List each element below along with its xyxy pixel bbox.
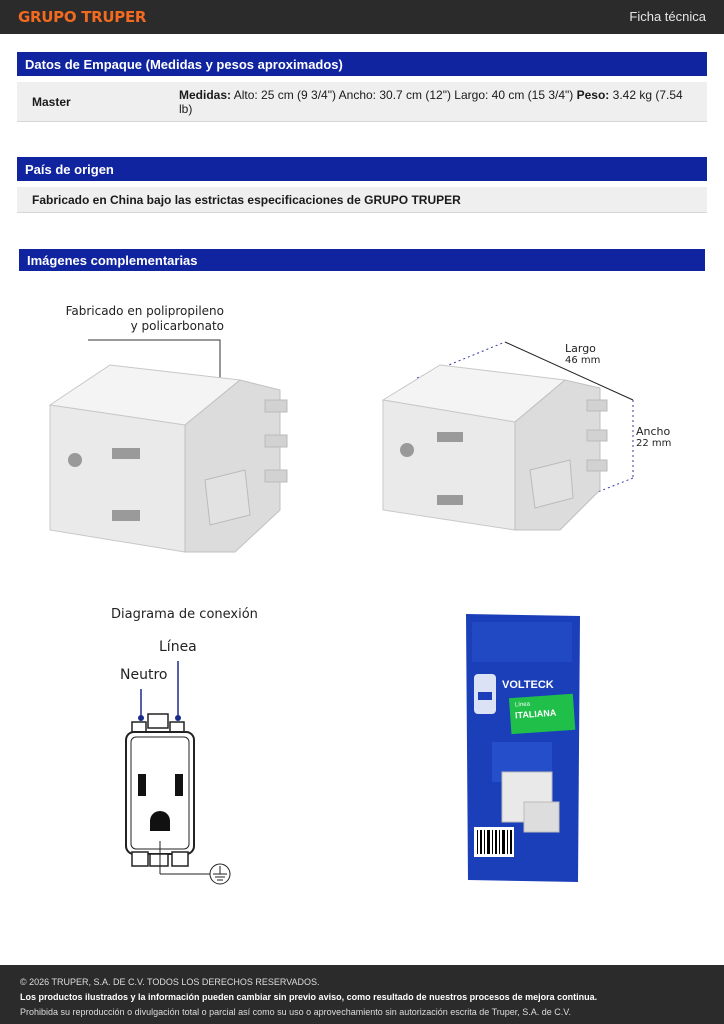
measures-value: Alto: 25 cm (9 3/4") Ancho: 30.7 cm (12"… <box>231 88 577 102</box>
linea-label: Línea <box>159 639 197 655</box>
largo-dimension: Largo 46 mm <box>565 343 600 367</box>
connection-diagram <box>125 661 231 885</box>
footer-notice: Los productos ilustrados y la informació… <box>20 992 598 1002</box>
measures-label: Medidas: <box>179 88 232 102</box>
ancho-dimension: Ancho 22 mm <box>636 426 671 450</box>
footer-copyright: © 2026 TRUPER, S.A. DE C.V. TODOS LOS DE… <box>20 977 320 987</box>
footer-prohibition: Prohibida su reproducción o divulgación … <box>20 1007 571 1017</box>
product-package-image <box>466 614 580 882</box>
material-label: Fabricado en polipropileno y policarbona… <box>60 304 224 334</box>
doc-type: Ficha técnica <box>629 9 706 24</box>
material-label-line2: y policarbonato <box>130 319 224 333</box>
outlet-module-illustration-left <box>48 339 288 553</box>
origin-row: Fabricado en China bajo las estrictas es… <box>17 187 707 213</box>
outlet-module-illustration-right <box>381 341 634 531</box>
material-label-line1: Fabricado en polipropileno <box>65 304 224 318</box>
largo-value: 46 mm <box>565 355 601 366</box>
ancho-value: 22 mm <box>636 438 672 449</box>
origin-text: Fabricado en China bajo las estrictas es… <box>32 193 461 207</box>
packaging-row: Master Medidas: Alto: 25 cm (9 3/4") Anc… <box>17 82 707 122</box>
footer: © 2026 TRUPER, S.A. DE C.V. TODOS LOS DE… <box>0 965 724 1024</box>
brand-logo: GRUPO TRUPER <box>18 8 147 26</box>
package-line-label: Línea <box>514 701 531 709</box>
packaging-section-title: Datos de Empaque (Medidas y pesos aproxi… <box>17 52 707 76</box>
diagram-title: Diagrama de conexión <box>111 607 258 622</box>
origin-section-title: País de origen <box>17 157 707 181</box>
packaging-label: Master <box>32 95 71 109</box>
neutro-label: Neutro <box>120 667 168 683</box>
weight-label: Peso: <box>576 88 610 102</box>
packaging-value: Medidas: Alto: 25 cm (9 3/4") Ancho: 30.… <box>179 88 687 116</box>
images-section-title: Imágenes complementarias <box>19 249 705 271</box>
package-brand: VOLTECK <box>502 679 554 691</box>
top-bar: GRUPO TRUPER Ficha técnica <box>0 0 724 34</box>
largo-label: Largo <box>565 342 596 355</box>
ancho-label: Ancho <box>636 425 671 438</box>
weight-value: 3.42 kg (7.54 lb) <box>179 88 683 116</box>
